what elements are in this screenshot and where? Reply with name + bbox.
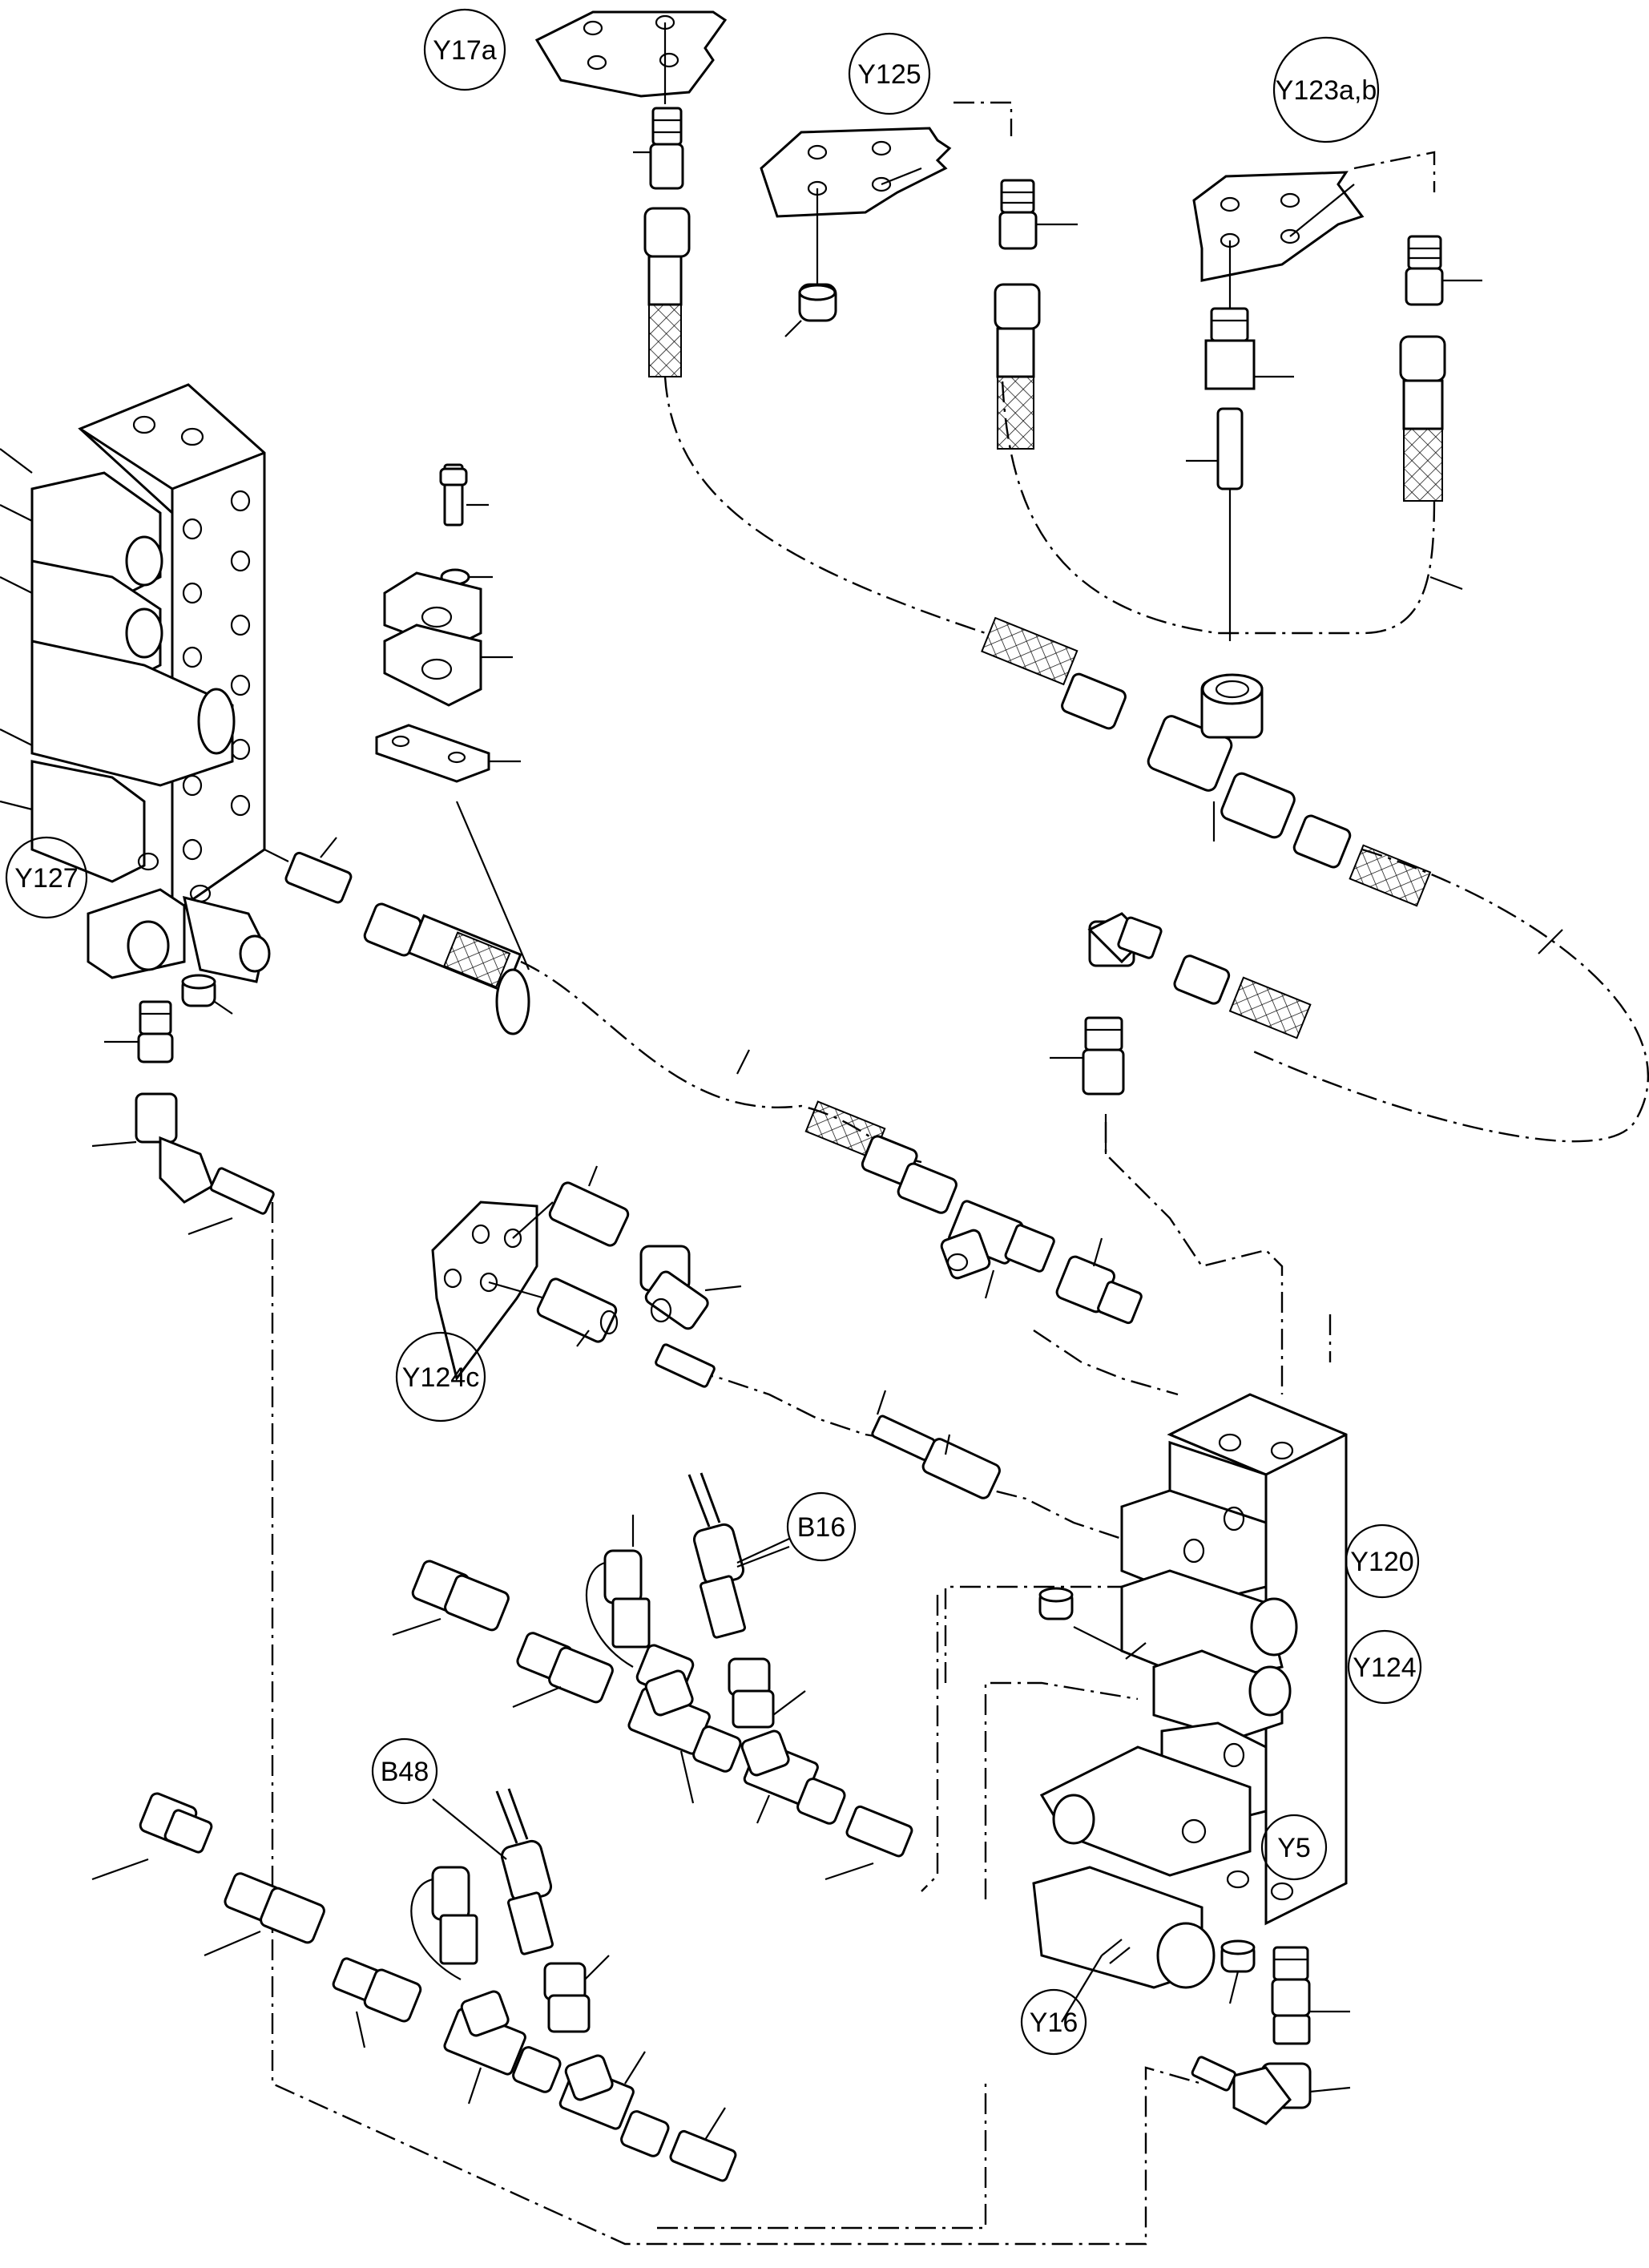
- hose-middle: [264, 837, 918, 1185]
- svg-text:Y5: Y5: [1277, 1833, 1311, 1863]
- sensor-group-b48: [91, 1788, 737, 2182]
- hose-top-1: [633, 107, 691, 377]
- label-y123ab: Y123a,b: [1272, 36, 1380, 143]
- tee-middle: [897, 1162, 1143, 1325]
- plate-y125: [760, 127, 952, 285]
- label-y127: Y127: [5, 836, 88, 919]
- fitting-y123: [1186, 307, 1294, 641]
- svg-text:Y120: Y120: [1350, 1547, 1413, 1577]
- elbow-left: [91, 1000, 275, 1236]
- plug-y125: [784, 283, 837, 337]
- tee-upper: [981, 616, 1563, 954]
- svg-text:Y124c: Y124c: [402, 1362, 479, 1393]
- label-y120: Y120: [1345, 1523, 1420, 1599]
- pipe-routes: [271, 101, 1649, 2246]
- valve-block-right: [1032, 1393, 1348, 1989]
- svg-text:Y123a,b: Y123a,b: [1276, 75, 1377, 106]
- svg-text:Y127: Y127: [14, 863, 78, 894]
- label-y124c: Y124c: [395, 1331, 486, 1423]
- label-y125: Y125: [848, 32, 931, 115]
- svg-text:Y125: Y125: [857, 59, 921, 90]
- plug-left: [181, 974, 233, 1015]
- svg-text:Y16: Y16: [1030, 2008, 1079, 2038]
- hose-top-2: [994, 179, 1078, 450]
- plate-y123ab: [1192, 171, 1365, 313]
- label-y124: Y124: [1347, 1629, 1422, 1705]
- label-y16: Y16: [1020, 1988, 1087, 2056]
- sensor-group-b16: [392, 1472, 913, 1881]
- svg-text:B16: B16: [797, 1512, 846, 1543]
- svg-text:Y124: Y124: [1353, 1653, 1416, 1683]
- elbow-right-upper: [1050, 912, 1312, 1154]
- label-y5: Y5: [1260, 1814, 1328, 1881]
- label-b48: B48: [371, 1737, 438, 1805]
- label-leaders: [432, 1538, 1103, 2023]
- label-y17a: Y17a: [423, 8, 506, 91]
- elbow-right-lower: [1191, 1946, 1351, 2125]
- label-b16: B16: [786, 1491, 857, 1562]
- plate-y124c: [431, 1165, 1001, 1499]
- valve-block-left: [0, 383, 271, 983]
- svg-text:B48: B48: [381, 1757, 429, 1787]
- clamp-assembly: [375, 463, 530, 971]
- plate-y17a: [534, 10, 728, 104]
- plug-right: [1038, 1587, 1123, 1652]
- svg-text:Y17a: Y17a: [433, 35, 496, 66]
- hose-top-3: [1399, 235, 1482, 591]
- plug-y5: [1220, 1939, 1256, 2004]
